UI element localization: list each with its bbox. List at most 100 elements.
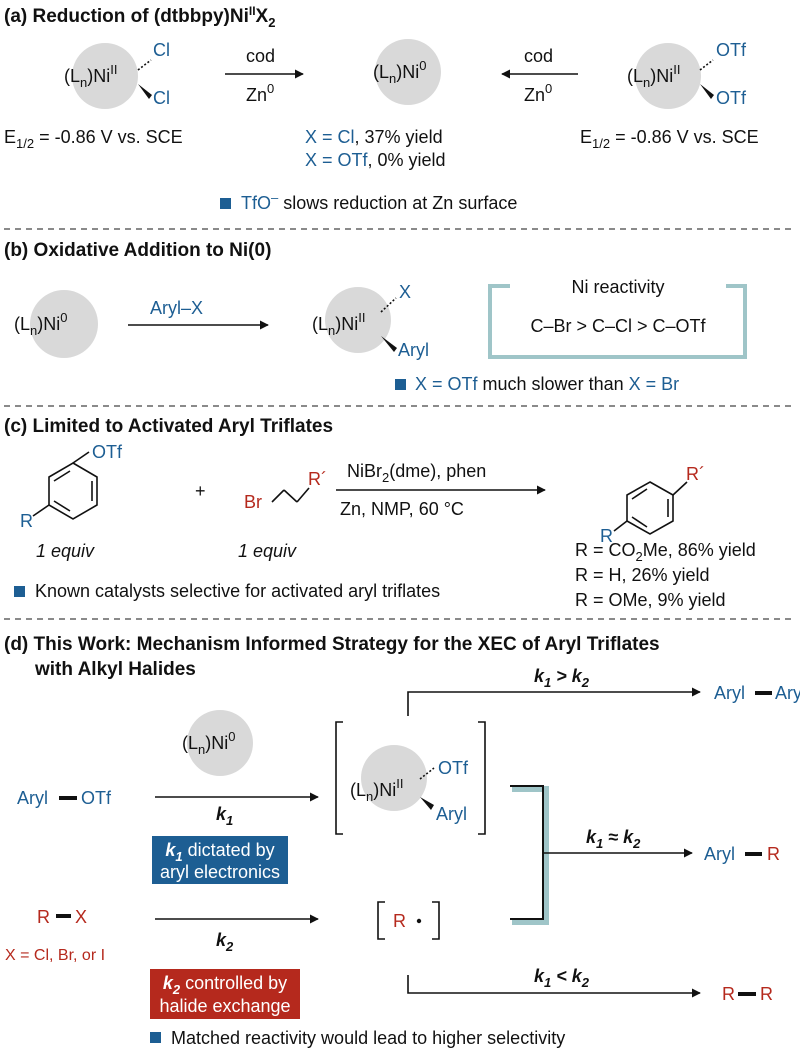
rate-comparison-gt: k1 > k2 [534,666,590,690]
alkyl-halide-x: X [75,907,87,927]
k2-label: k2 [216,930,234,954]
reactivity-panel-frame [488,284,747,359]
section-c-title: (c) Limited to Activated Aryl Triflates [4,416,333,437]
reaction-conditions: Zn, NMP, 60 °C [340,499,464,519]
aryl-label: Aryl [398,340,429,360]
ni-ii-ditriflate-complex: (Ln)NiII [627,62,680,90]
nickel-sphere [72,43,138,109]
equiv-label: 1 equiv [36,541,95,561]
triflate-label: OTf [716,88,747,108]
wedge-bond [381,336,397,352]
section-b-title: (b) Oxidative Addition to Ni(0) [4,240,271,261]
section-c-note: Known catalysts selective for activated … [35,581,440,601]
bullet-square [150,1032,161,1043]
reduction-potential-left: E1/2 = -0.86 V vs. SCE [4,127,183,151]
triflate-label: OTf [716,40,747,60]
hashed-bond [419,767,435,780]
zinc-label: Zn0 [246,81,274,105]
cod-label: cod [524,46,553,66]
zinc-label: Zn0 [524,81,552,105]
r-prime-label: R´ [308,469,327,489]
r-group-label: R [600,526,613,546]
reactivity-panel-title: Ni reactivity [571,277,664,297]
yield-triflate: X = OTf, 0% yield [305,150,446,170]
dimer-product-r: R [760,984,773,1004]
aryl-triflate-otf: OTf [81,788,112,808]
section-d-title: (d) This Work: Mechanism Informed Strate… [4,634,660,655]
r-prime-label: R´ [686,464,705,484]
biaryl-product-aryl: Aryl [714,683,745,703]
ni-0-complex: (Ln)Ni0 [182,729,235,757]
radical-dot [416,918,422,924]
product-arene-structure [613,481,688,535]
homocoupling-arrow [407,687,701,716]
section-d-title-line2: with Alkyl Halides [34,659,196,680]
ni-ii-aryl-triflate-complex: (Ln)NiII [350,776,403,804]
aryl-halide-reagent: Aryl–X [150,298,203,318]
ni-0-complex: (Ln)Ni0 [373,58,426,86]
alkyl-halide-r: R [37,907,50,927]
cross-product-r: R [767,844,780,864]
aryl-label: Aryl [436,804,467,824]
k2-explanation-line1: k2 controlled by [163,973,287,997]
bracket-right [432,901,440,940]
nickel-sphere [187,710,253,776]
k1-explanation-line2: aryl electronics [160,862,280,882]
halide-label: X [399,282,411,302]
ni-0-complex: (Ln)Ni0 [14,310,67,338]
bromide-label: Br [244,492,262,512]
yield-ester: R = CO2Me, 86% yield [575,540,756,564]
bullet-square [220,198,231,209]
bracket-right [478,721,486,835]
k1-explanation-box [152,836,288,884]
ni-ii-aryl-complex: (Ln)NiII [312,310,365,338]
nickel-sphere [325,287,391,353]
yield-hydrogen: R = H, 26% yield [575,565,710,585]
biaryl-product-aryl: Aryl [775,683,800,703]
convergence-shadow [512,786,549,925]
bracket-left [377,901,385,940]
hashed-bond [137,59,152,71]
aryl-triflate-aryl: Aryl [17,788,48,808]
ni-ii-dichloride-complex: (Ln)NiII [64,62,117,90]
alkyl-radical: ROTf [393,911,406,931]
aryl-triflate-structure [32,451,98,520]
section-d-note: Matched reactivity would lead to higher … [171,1028,565,1048]
section-a-title: (a) Reduction of (dtbbpy)NiIIX2 [4,4,275,30]
rate-comparison-lt: k1 < k2 [534,966,590,990]
rate-comparison-approx: k1 ≈ k2 [586,827,641,851]
nickel-sphere [361,745,427,811]
nickel-sphere [30,290,98,358]
triflate-label: OTf [92,442,123,462]
dimerization-arrow [407,975,701,998]
cod-label: cod [246,46,275,66]
equiv-label: 1 equiv [238,541,297,561]
reduction-potential-right: E1/2 = -0.86 V vs. SCE [580,127,759,151]
wedge-bond [138,84,152,99]
bracket-left [335,721,343,835]
section-a-note: TfO– slows reduction at Zn surface [241,190,517,213]
cross-product-aryl: Aryl [704,844,735,864]
hashed-bond [380,297,397,313]
convergence-bracket [510,785,544,920]
nickel-sphere [635,43,701,109]
k2-explanation-box [150,969,300,1019]
k2-explanation-line2: halide exchange [159,996,290,1016]
triflate-label: OTf [438,758,469,778]
hashed-bond [699,59,714,71]
chloride-label: Cl [153,40,170,60]
yield-methoxy: R = OMe, 9% yield [575,590,726,610]
r-group-label: R [20,511,33,531]
nickel-sphere [375,39,441,105]
chloride-label: Cl [153,88,170,108]
wedge-bond [700,84,714,99]
dimer-product-r: R [722,984,735,1004]
k1-explanation-line1: k1 dictated by [165,840,274,864]
bullet-square [14,586,25,597]
reactivity-order: C–Br > C–Cl > C–OTf [530,316,706,336]
yield-chloride: X = Cl, 37% yield [305,127,443,147]
wedge-bond [420,797,434,810]
k1-label: k1 [216,804,233,828]
section-b-note: X = OTf much slower than X = Br [415,374,679,394]
